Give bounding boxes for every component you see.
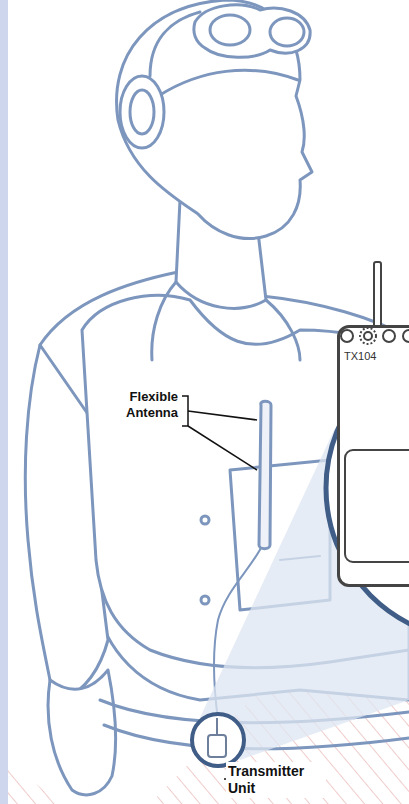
transmitter-device: TX104: [337, 325, 409, 587]
leader-line: [182, 396, 257, 470]
device-model-text: TX104: [344, 350, 376, 362]
border-band: [0, 0, 8, 804]
part-label: Transmitter Unit: [226, 762, 326, 798]
transmitter-mini: [208, 718, 226, 757]
callout-circle: [192, 714, 244, 766]
device-controls: [337, 325, 409, 587]
part-label: Flexible Antenna: [100, 389, 178, 421]
device-antenna: [374, 262, 381, 327]
hatch-ground: [8, 760, 60, 804]
